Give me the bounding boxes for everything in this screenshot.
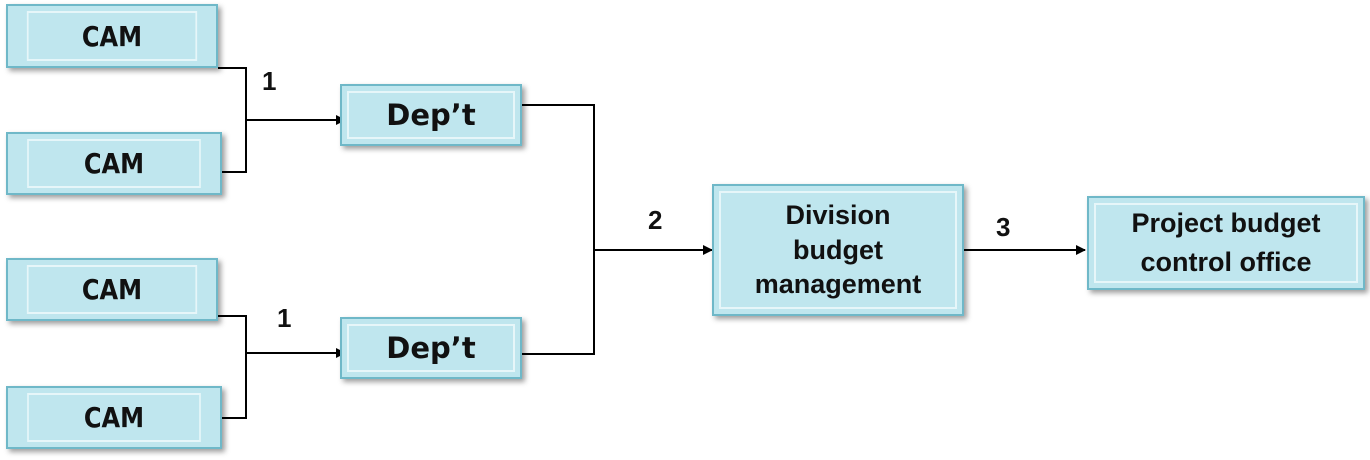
division-budget-label: Division budget management xyxy=(719,191,957,309)
cam-box-2: CAM xyxy=(6,132,222,195)
cam-box-4-label: CAM xyxy=(27,393,201,442)
step-label-bottom: 1 xyxy=(277,303,292,333)
dept-box-top: Dep’t xyxy=(340,84,522,146)
project-budget-label: Project budget control office xyxy=(1094,203,1358,283)
cam-1-connector xyxy=(218,67,247,173)
cam-box-1: CAM xyxy=(6,4,218,68)
step-label-top: 1 xyxy=(262,66,277,96)
cam-box-2-label: CAM xyxy=(27,139,201,188)
cam-box-4: CAM xyxy=(6,386,222,449)
cam-3-connector xyxy=(218,315,247,419)
dept-connector xyxy=(522,104,595,355)
dept-box-top-label: Dep’t xyxy=(347,91,515,139)
cam-box-3-label: CAM xyxy=(26,265,198,314)
cam-box-3: CAM xyxy=(6,258,218,321)
step-label-to-division: 2 xyxy=(648,205,663,235)
division-budget-box: Division budget management xyxy=(712,184,964,316)
dept-box-bottom: Dep’t xyxy=(340,317,522,379)
step-label-to-project: 3 xyxy=(996,212,1011,242)
dept-box-bottom-label: Dep’t xyxy=(347,324,515,372)
project-budget-box: Project budget control office xyxy=(1087,196,1365,290)
cam-box-1-label: CAM xyxy=(26,11,198,61)
